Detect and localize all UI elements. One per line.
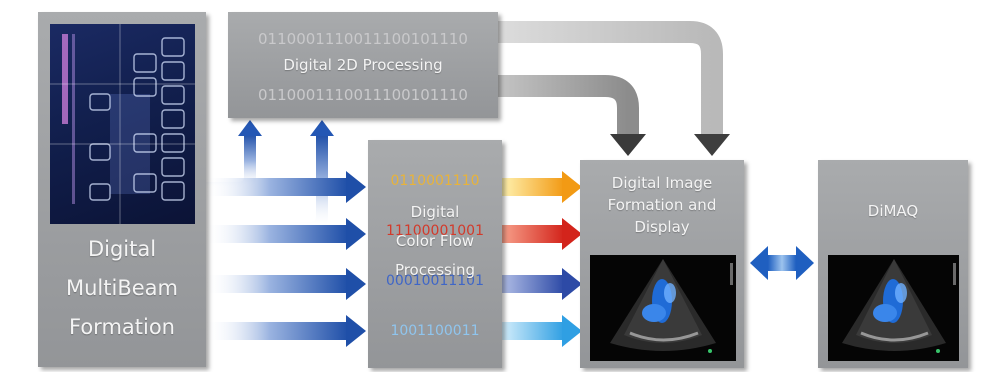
processing-2d-box: 0110001110011100101110 Digital 2D Proces…: [228, 12, 498, 118]
multibeam-label-line-2: MultiBeam: [66, 276, 178, 300]
display-label-line-3: Display: [634, 218, 690, 236]
color-flow-label-line-1: Digital: [410, 203, 460, 221]
cardiac-ultrasound-image-copy: [842, 259, 956, 353]
multibeam-grid-graphic: [50, 24, 195, 224]
gray-arrow-lower: [498, 75, 646, 156]
multibeam-label-line-1: Digital: [87, 237, 157, 261]
ultrasound-image-display: [590, 255, 736, 361]
red-arrow: [502, 218, 582, 250]
color-flow-bits-2: 11100001001: [386, 223, 484, 239]
display-label-line-1: Digital Image: [611, 174, 713, 192]
display-label-line-2: Formation and: [607, 196, 717, 214]
color-flow-label-line-3: Processing: [394, 261, 476, 279]
blue-arrow-up-1: [206, 120, 262, 194]
processing-2d-bits-bottom: 0110001110011100101110: [258, 86, 468, 104]
blue-arrow-right-1: [206, 171, 366, 203]
processing-2d-label: Digital 2D Processing: [283, 56, 443, 74]
blue-arrow-right-4: [206, 315, 366, 347]
multibeam-formation-box: Digital MultiBeam Formation: [38, 12, 206, 367]
dimaq-box: DiMAQ: [818, 160, 968, 368]
cardiac-ultrasound-image: [610, 259, 733, 353]
dimaq-label: DiMAQ: [867, 202, 919, 220]
blue-arrow-up-2: [290, 120, 334, 234]
color-flow-box: 0110001110 11100001001 00010011101 10011…: [368, 140, 502, 368]
gray-arrow-upper: [498, 21, 730, 156]
blue-arrow-right-3: [206, 268, 366, 300]
blue-arrow-right-2: [206, 218, 366, 250]
color-flow-label-line-2: Color Flow: [395, 232, 475, 250]
processing-2d-bits-top: 0110001110011100101110: [258, 30, 468, 48]
image-display-box: Digital Image Formation and Display: [580, 160, 744, 368]
light-blue-arrow: [502, 315, 582, 347]
multibeam-grid-image: [50, 24, 195, 224]
color-flow-bits-4: 1001100011: [390, 323, 480, 339]
multibeam-label-line-3: Formation: [69, 315, 175, 339]
orange-arrow: [502, 171, 582, 203]
ultrasound-image-dimaq: [828, 255, 959, 361]
color-flow-bits-3: 00010011101: [386, 273, 484, 289]
bidirectional-arrow: [750, 246, 814, 280]
color-flow-bits-1: 0110001110: [390, 173, 480, 189]
indigo-arrow: [502, 268, 582, 300]
